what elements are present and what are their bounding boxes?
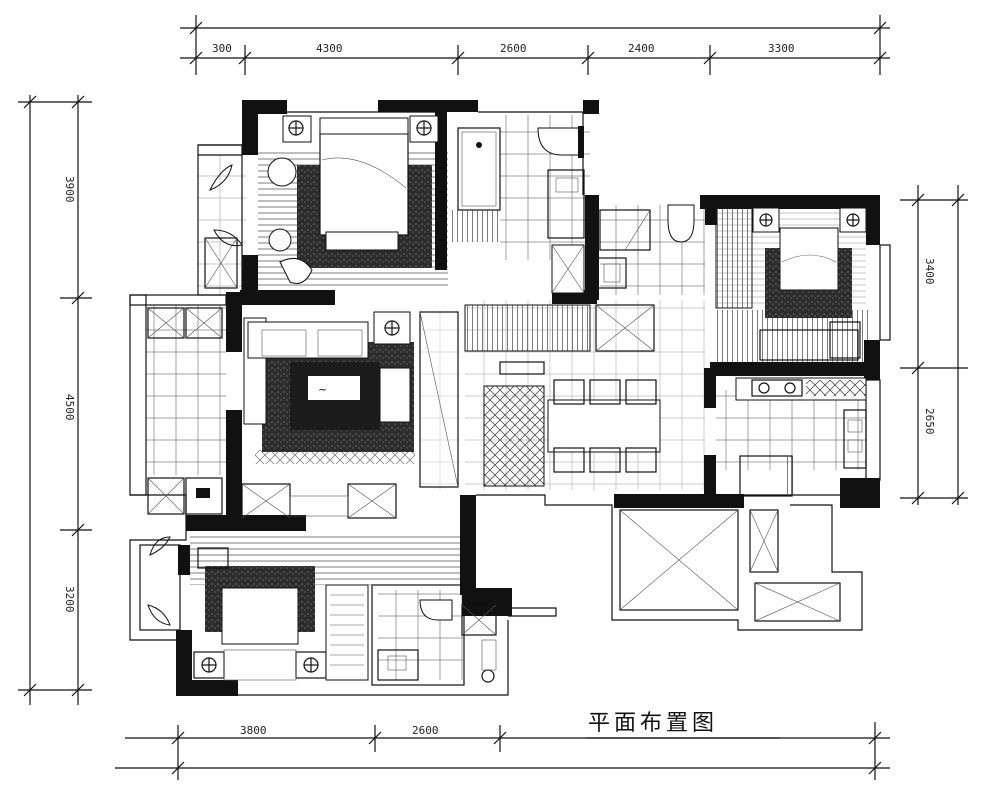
tv-cabinet [241, 483, 397, 519]
wardrobe-right [715, 207, 753, 309]
left-dim-2: 4500 [63, 394, 76, 421]
walls [176, 100, 880, 696]
dining-table [483, 361, 661, 487]
living-sofa-set: ~ [243, 311, 414, 452]
vanity-top [547, 169, 585, 294]
top-dim-5: 3300 [768, 42, 795, 55]
top-dim-2: 4300 [316, 42, 343, 55]
right-dimension-line [900, 185, 968, 505]
bottom-dim-2: 2600 [412, 724, 439, 737]
right-dim-2: 2650 [923, 408, 936, 435]
sink-balcony [185, 477, 223, 515]
left-dimension-line [18, 95, 92, 705]
top-dim-3: 2600 [500, 42, 527, 55]
top-dim-1: 300 [212, 42, 232, 55]
bottom-dimension-line [115, 722, 890, 780]
top-dimension-line [180, 15, 890, 75]
master-bed [297, 117, 432, 268]
bathroom-bottom [371, 584, 497, 686]
left-dim-1: 3900 [63, 176, 76, 203]
entry-panel [419, 311, 459, 488]
top-dim-4: 2400 [628, 42, 655, 55]
master-nightstand-left [282, 115, 312, 143]
bottom-dim-1: 3800 [240, 724, 267, 737]
bed-bottom [193, 547, 327, 681]
bed-right [752, 207, 867, 361]
shower-enclosure [452, 127, 501, 242]
master-chair [267, 157, 313, 284]
kitchen-counter [735, 377, 867, 497]
right-dim-1: 3400 [923, 258, 936, 285]
left-dim-3: 3200 [63, 586, 76, 613]
toilet-top [537, 126, 584, 158]
balcony-cabinets [147, 237, 238, 515]
wardrobe-bottom [325, 584, 369, 681]
outline-walls [129, 111, 891, 696]
toilet-middle [597, 204, 695, 289]
master-nightstand-right [409, 115, 439, 143]
drawing-title: 平面布置图 [588, 711, 718, 736]
plant-icon [147, 164, 243, 626]
svg-text:~: ~ [318, 383, 327, 396]
wardrobe-corridor [464, 304, 655, 352]
